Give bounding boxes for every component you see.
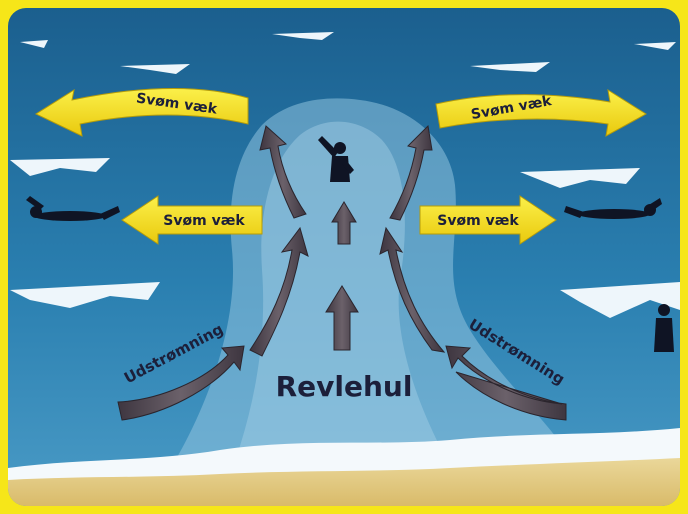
current-arrow-right-lower xyxy=(379,226,446,353)
sand-beach xyxy=(8,458,680,506)
rip-current-zone xyxy=(150,98,600,501)
swim-away-arrow-mid-right xyxy=(419,195,557,245)
person-standing-icon xyxy=(654,304,674,352)
current-arrow-center-upper xyxy=(331,201,357,245)
swim-away-label-mid-left: Svøm væk xyxy=(163,213,245,229)
current-arrow-left-lower xyxy=(249,226,309,357)
swimmer-swimming-icon-left xyxy=(26,196,120,221)
swimmer-waving-icon xyxy=(318,136,354,182)
swimmer-swimming-icon-right xyxy=(564,198,662,219)
outflow-arrow-right xyxy=(445,345,567,421)
current-arrow-center-lower xyxy=(325,285,359,351)
diagram-title: Revlehul xyxy=(276,370,413,403)
current-arrow-left-upper xyxy=(259,125,307,219)
swim-away-label-mid-right: Svøm væk xyxy=(437,213,519,229)
swim-away-arrow-top-right xyxy=(435,88,647,137)
current-arrows xyxy=(117,124,567,421)
current-arrow-right-upper xyxy=(389,124,433,221)
whitecaps xyxy=(10,32,680,318)
swim-away-arrow-top-left xyxy=(34,88,249,137)
swim-away-arrow-mid-left xyxy=(121,195,263,245)
outflow-arrow-left xyxy=(117,345,245,421)
swim-away-arrows xyxy=(34,88,647,245)
